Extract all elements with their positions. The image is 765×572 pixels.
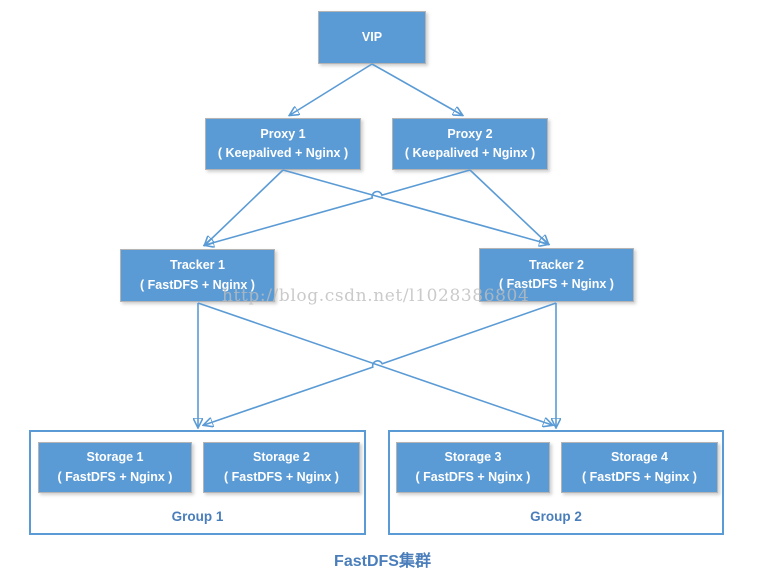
node-tracker1: Tracker 1 ( FastDFS + Nginx )	[120, 249, 275, 302]
watermark: http://blog.csdn.net/l1028386804	[222, 286, 530, 306]
node-tracker1-title: Tracker 1	[170, 258, 225, 273]
node-storage2-title: Storage 2	[253, 450, 310, 465]
node-proxy1: Proxy 1 ( Keepalived + Nginx )	[205, 118, 361, 170]
node-storage1-subtitle: ( FastDFS + Nginx )	[57, 469, 173, 484]
connector-tracker1-group2	[197, 302, 552, 425]
node-vip-title: VIP	[361, 29, 383, 44]
node-storage4-subtitle: ( FastDFS + Nginx )	[582, 469, 697, 484]
connector-vip-proxy2	[371, 63, 462, 115]
group1-label: Group 1	[171, 509, 224, 524]
node-tracker2-subtitle: ( FastDFS + Nginx )	[499, 277, 614, 291]
node-proxy2-subtitle: ( Keepalived + Nginx )	[404, 146, 536, 160]
node-storage4-title: Storage 4	[611, 450, 668, 465]
node-proxy1-subtitle: ( Keepalived + Nginx )	[217, 146, 349, 160]
node-tracker1-subtitle: ( FastDFS + Nginx )	[140, 277, 255, 292]
node-storage3-title: Storage 3	[444, 450, 502, 465]
node-vip: VIP	[318, 11, 426, 64]
connector-proxy2-tracker2	[469, 169, 548, 244]
node-proxy2-title: Proxy 2	[447, 126, 493, 141]
connector-vip-proxy1	[290, 63, 373, 115]
node-tracker2: Tracker 2 ( FastDFS + Nginx )	[479, 248, 634, 302]
node-storage2: Storage 2 ( FastDFS + Nginx )	[203, 442, 360, 493]
connector-proxy1-tracker2	[282, 169, 548, 244]
node-proxy1-title: Proxy 1	[260, 126, 306, 141]
group2-label: Group 2	[530, 509, 582, 524]
node-storage1-title: Storage 1	[86, 450, 144, 465]
node-proxy2: Proxy 2 ( Keepalived + Nginx )	[392, 118, 548, 170]
node-storage3: Storage 3 ( FastDFS + Nginx )	[396, 442, 550, 493]
node-tracker2-title: Tracker 2	[529, 257, 584, 272]
node-storage3-subtitle: ( FastDFS + Nginx )	[415, 469, 531, 484]
node-storage1: Storage 1 ( FastDFS + Nginx )	[38, 442, 192, 493]
connector-proxy1-tracker1	[205, 169, 284, 245]
connector-proxy2-tracker1	[205, 169, 471, 245]
diagram-title: FastDFS集群	[334, 553, 431, 570]
node-storage4: Storage 4 ( FastDFS + Nginx )	[561, 442, 718, 493]
connector-tracker2-group1	[204, 302, 557, 425]
node-storage2-subtitle: ( FastDFS + Nginx )	[224, 469, 339, 484]
